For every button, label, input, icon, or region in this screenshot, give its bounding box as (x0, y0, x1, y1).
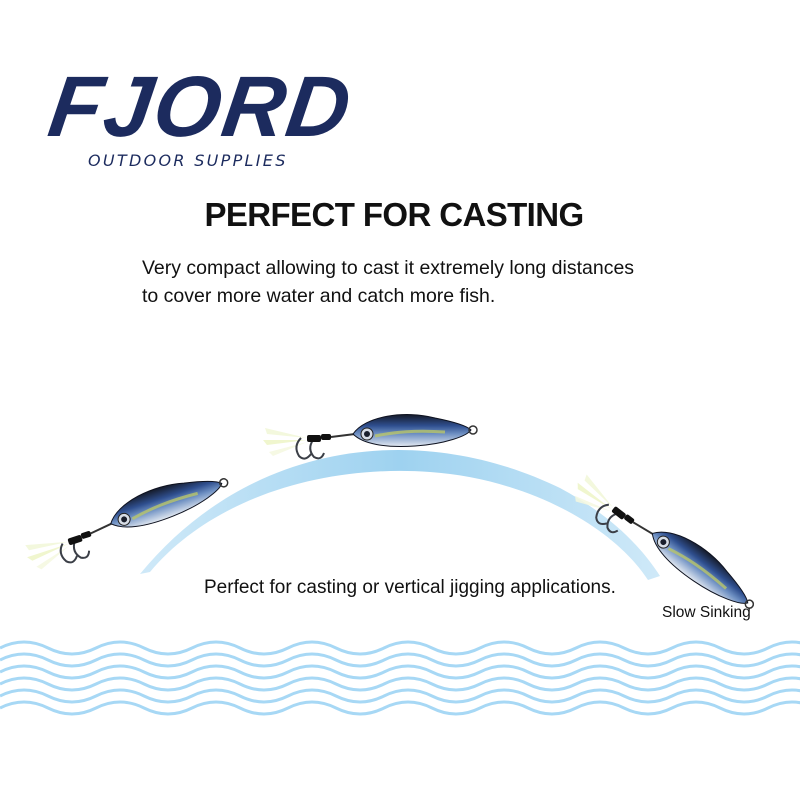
description: Very compact allowing to cast it extreme… (142, 254, 662, 310)
sink-rate-label: Slow Sinking (662, 604, 751, 621)
casting-arc (140, 449, 660, 580)
description-line-1: Very compact allowing to cast it extreme… (142, 257, 635, 279)
water-wave-icon (0, 640, 800, 716)
page-title: PERFECT FOR CASTING (204, 196, 584, 233)
brand-tagline: OUTDOOR SUPPLIES (88, 151, 288, 170)
brand-logo: FJORD OUTDOOR SUPPLIES (43, 59, 358, 177)
description-line-2: to cover more water and catch more fish. (142, 285, 496, 307)
usage-caption: Perfect for casting or vertical jigging … (204, 577, 616, 598)
